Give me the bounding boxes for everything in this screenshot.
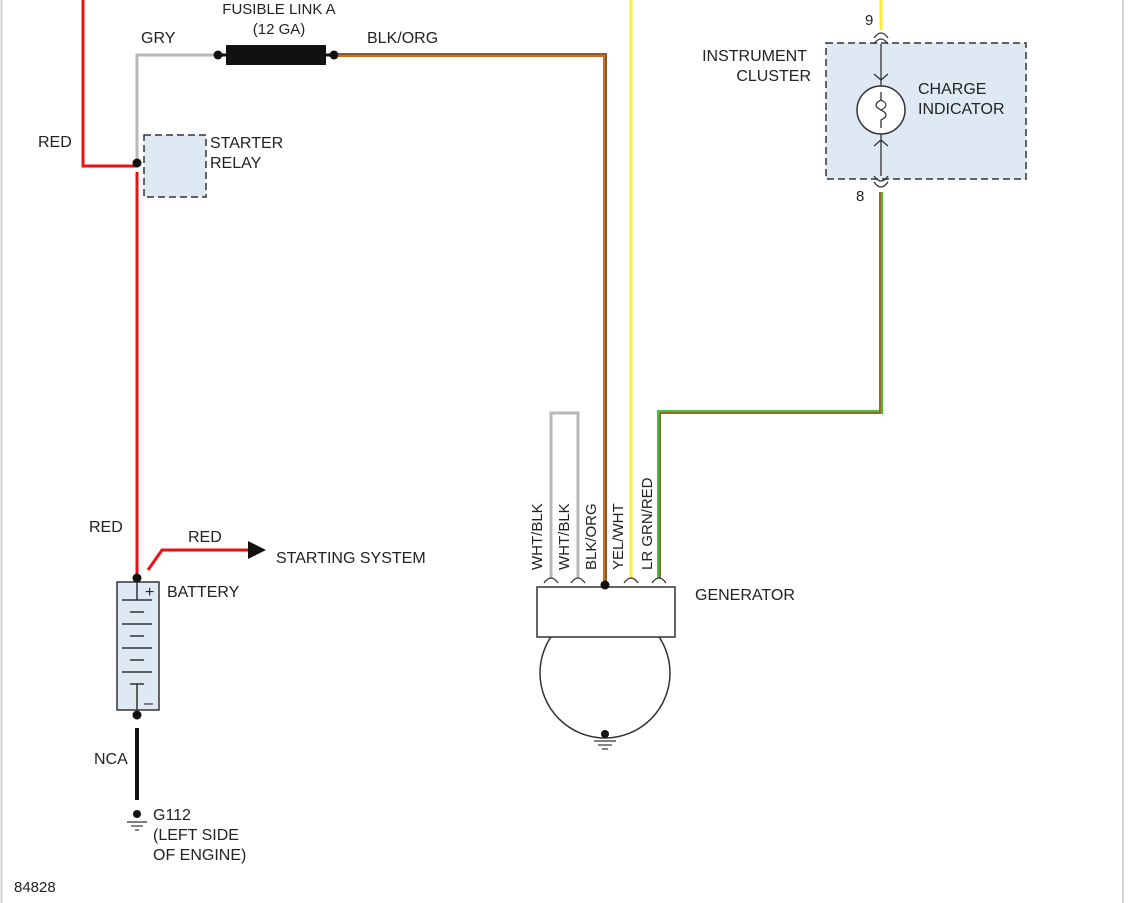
fusible-link	[213, 45, 339, 65]
gen-wire-label-5: LR GRN/RED	[639, 477, 656, 570]
gen-wire-label-4: YEL/WHT	[610, 503, 627, 570]
nca-label: NCA	[94, 751, 128, 768]
red-wire-battery	[135, 172, 266, 578]
battery-symbol	[116, 573, 160, 720]
fusible-link-label-2: (12 GA)	[253, 21, 306, 38]
battery-label: BATTERY	[167, 584, 240, 601]
lr-grn-red-wire	[657, 192, 883, 578]
generator-label: GENERATOR	[695, 587, 795, 604]
starter-relay-label-1: STARTER	[210, 135, 283, 152]
generator-symbol	[536, 580, 676, 750]
red-arrow-label: RED	[188, 529, 222, 546]
gen-wire-label-3: BLK/ORG	[583, 503, 600, 570]
red-top-label: RED	[38, 134, 72, 151]
ground-label-1: G112	[153, 807, 191, 824]
pin-9-label: 9	[865, 12, 873, 29]
blk-org-top-label: BLK/ORG	[367, 30, 438, 47]
charge-indicator-label-1: CHARGE	[918, 81, 986, 98]
fusible-link-label-1: FUSIBLE LINK A	[222, 1, 335, 18]
battery-minus-sign: –	[144, 695, 153, 712]
diagram-number: 84828	[14, 879, 56, 896]
instrument-cluster-label-1: INSTRUMENT	[702, 48, 807, 65]
blk-org-wire	[338, 53, 607, 585]
gen-wire-label-2: WHT/BLK	[556, 503, 573, 570]
red-wire-top	[81, 0, 137, 168]
gen-wire-label-1: WHT/BLK	[529, 503, 546, 570]
pin-8-label: 8	[856, 188, 864, 205]
starter-relay	[132, 134, 207, 198]
red-battery-label: RED	[89, 519, 123, 536]
generator-connector-pins	[543, 577, 667, 584]
starter-relay-label-2: RELAY	[210, 155, 262, 172]
battery-ground-wire	[127, 728, 147, 831]
starting-system-label: STARTING SYSTEM	[276, 550, 426, 567]
wht-blk-loop-wire	[549, 411, 580, 578]
gry-label: GRY	[141, 30, 176, 47]
ground-label-2: (LEFT SIDE	[153, 827, 239, 844]
instrument-cluster	[825, 32, 1027, 188]
gray-wire	[135, 53, 218, 160]
charge-indicator-label-2: INDICATOR	[918, 101, 1005, 118]
battery-plus-sign: +	[145, 584, 154, 601]
ground-label-3: OF ENGINE)	[153, 847, 246, 864]
instrument-cluster-label-2: CLUSTER	[736, 68, 811, 85]
